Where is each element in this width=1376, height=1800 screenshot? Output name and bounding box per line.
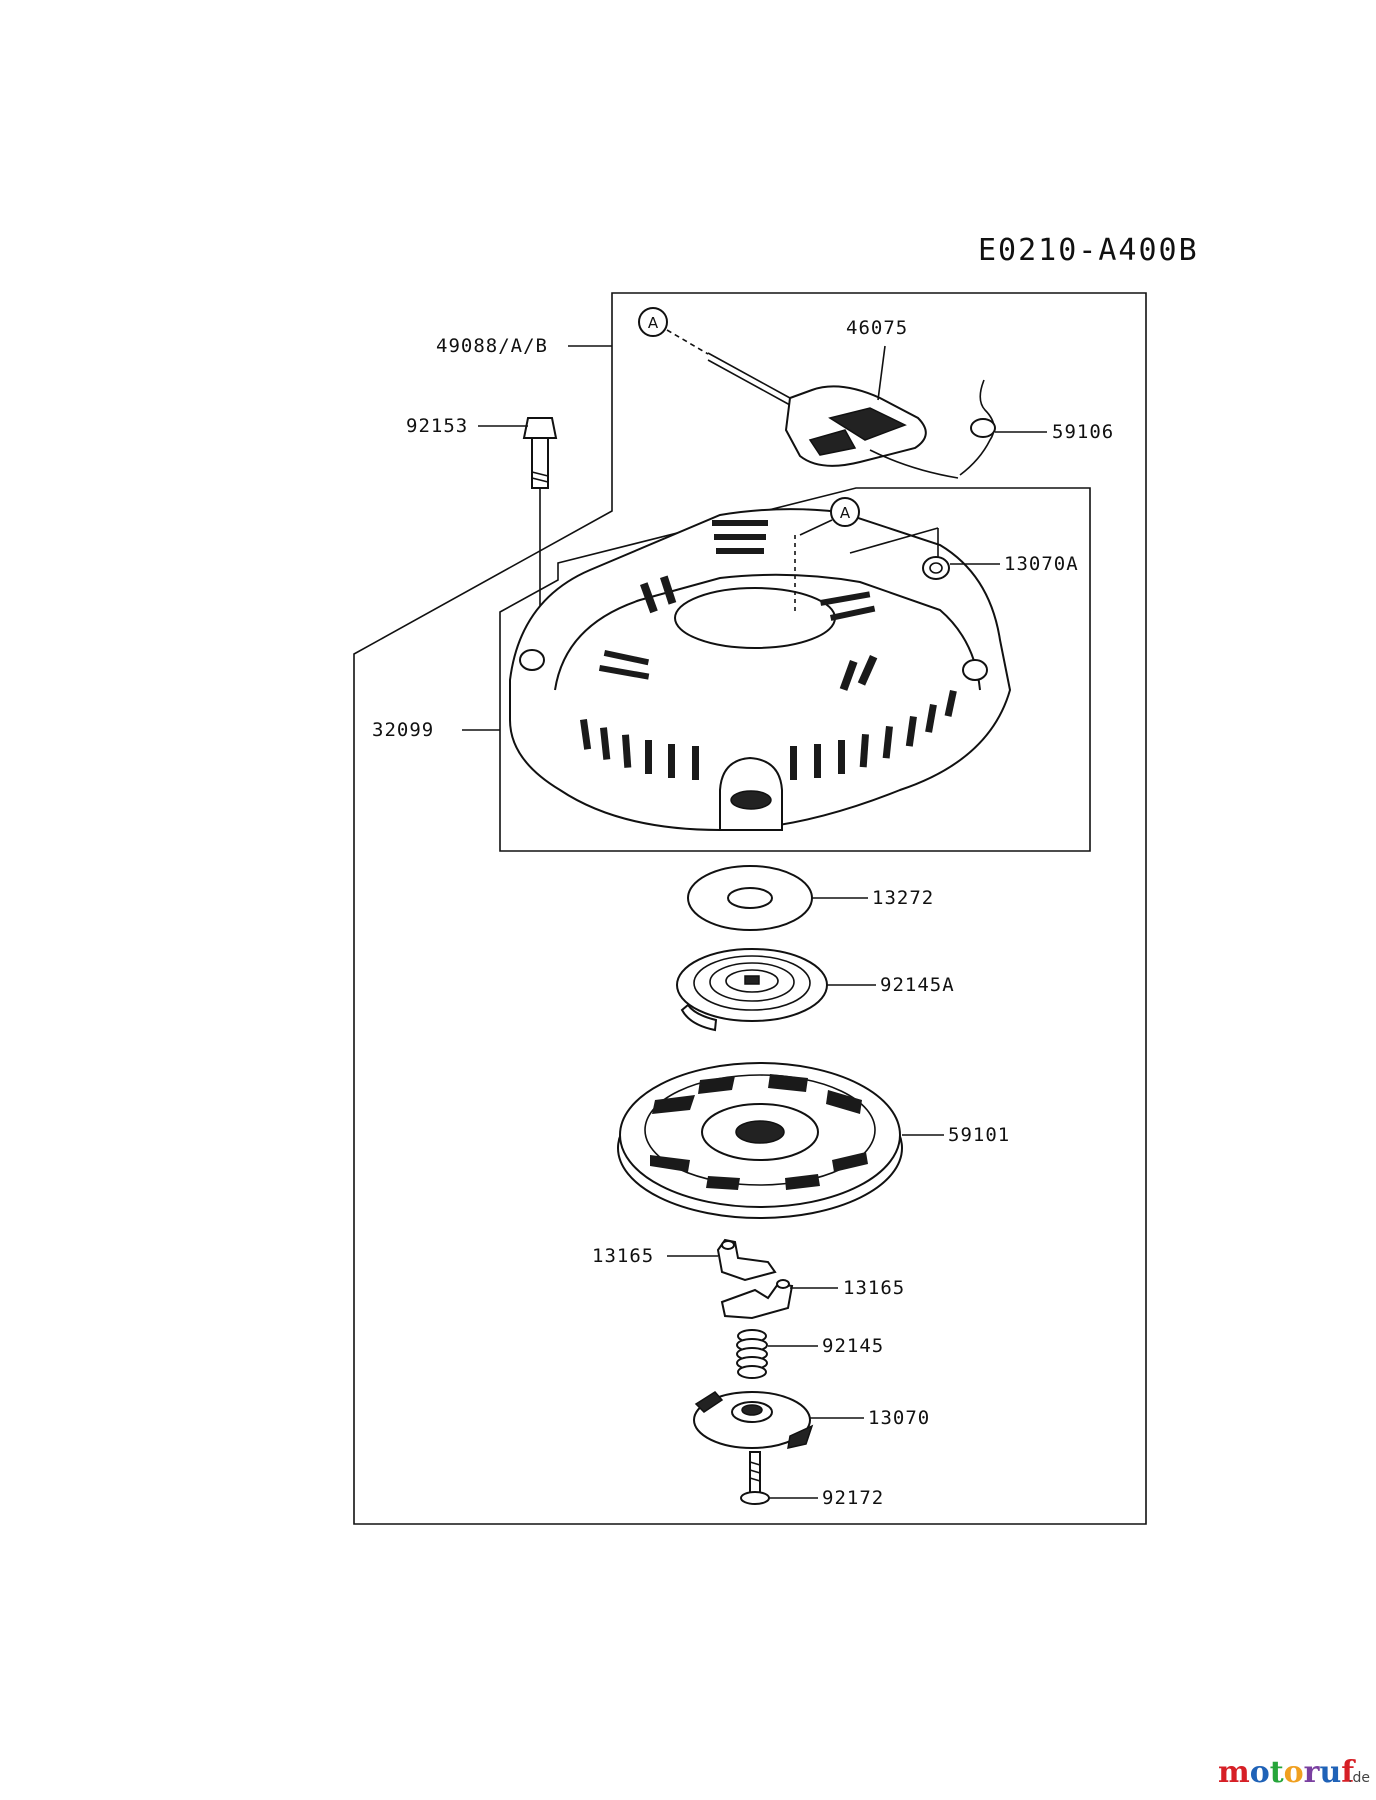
ratchet-upper-part — [716, 1238, 777, 1282]
label-13070A: 13070A — [1004, 553, 1079, 575]
diagram-code: E0210-A400B — [978, 233, 1199, 268]
screw-92172-part — [740, 1451, 770, 1505]
housing-frame — [499, 487, 1091, 852]
spiral-spring-part — [676, 948, 828, 1032]
watermark-letter: m — [1218, 1755, 1250, 1790]
svg-text:A: A — [648, 314, 659, 332]
starter-rope-part — [959, 379, 996, 476]
label-13070: 13070 — [868, 1407, 930, 1429]
label-46075: 46075 — [846, 317, 908, 339]
label-13165-lower: 13165 — [843, 1277, 905, 1299]
label-92153: 92153 — [406, 415, 468, 437]
ratchet-lower-part — [720, 1279, 794, 1320]
label-59101: 59101 — [948, 1124, 1010, 1146]
watermark-letter: u — [1319, 1755, 1341, 1790]
label-92145: 92145 — [822, 1335, 884, 1357]
callout-a-top: A — [638, 307, 709, 355]
assembly-frame — [353, 292, 1147, 1525]
svg-text:.de: .de — [1348, 1770, 1370, 1786]
washer-13272-part — [687, 865, 813, 931]
bolt-92153-part — [522, 417, 558, 660]
svg-text:A: A — [840, 504, 851, 522]
plug-13070A-part — [849, 527, 950, 580]
label-32099: 32099 — [372, 719, 434, 741]
friction-plate-part — [693, 1391, 814, 1449]
starter-handle-part — [707, 352, 959, 479]
starter-housing-part — [509, 508, 1012, 832]
watermark-letter: f — [1341, 1755, 1356, 1790]
label-49088: 49088/A/B — [436, 335, 548, 357]
coil-spring-part — [736, 1329, 768, 1379]
rope-reel-part — [617, 1062, 903, 1219]
label-13165-upper: 13165 — [592, 1245, 654, 1267]
label-13272: 13272 — [872, 887, 934, 909]
callout-a-housing: A — [794, 497, 860, 615]
leader-lines — [462, 345, 1047, 1499]
label-92172: 92172 — [822, 1487, 884, 1509]
label-59106: 59106 — [1052, 421, 1114, 443]
watermark-letter: o — [1250, 1755, 1270, 1790]
label-92145A: 92145A — [880, 974, 955, 996]
watermark-letter: t — [1270, 1755, 1284, 1790]
watermark-letter: o — [1284, 1755, 1304, 1790]
svg-text:motoruf: motoruf — [1218, 1755, 1356, 1790]
motoruf-watermark: motoruf .de — [1218, 1755, 1370, 1790]
watermark-letter: r — [1304, 1755, 1321, 1790]
